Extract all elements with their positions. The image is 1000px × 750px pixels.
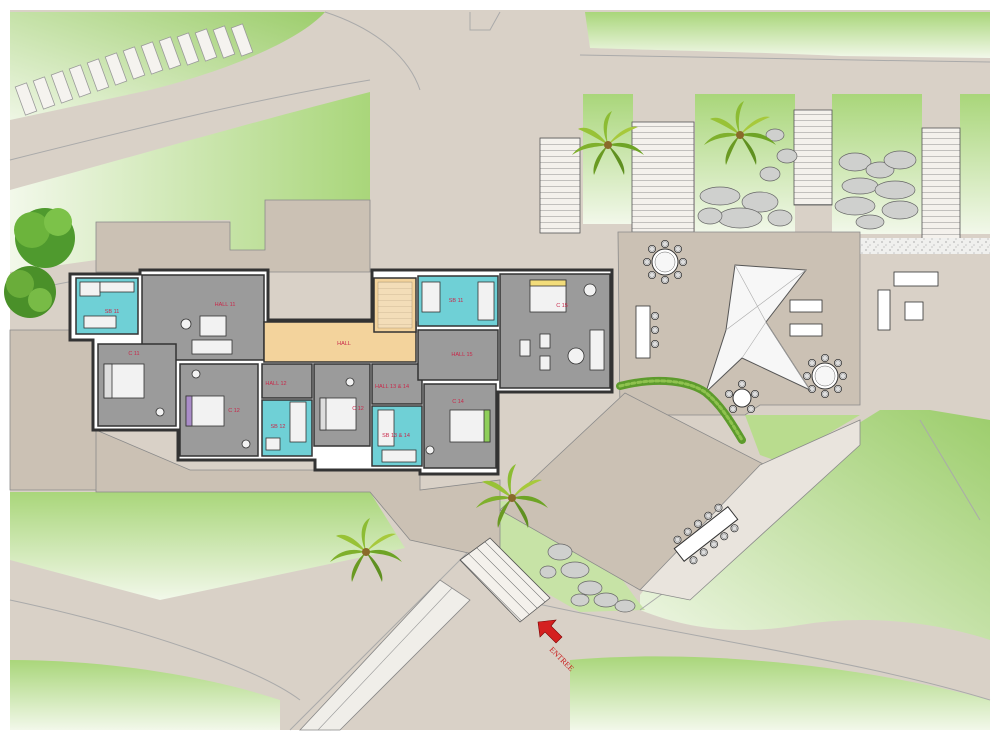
entry-steps — [459, 537, 551, 623]
parking-bays — [14, 23, 254, 116]
label-hall13-14: HALL 13 & 14 — [375, 384, 409, 390]
dining-deck — [639, 419, 861, 601]
rock-garden — [697, 128, 919, 230]
label-hall11: HALL 11 — [215, 302, 236, 308]
room-hall15 — [417, 329, 499, 381]
label-sb13-14: SB 13 & 14 — [382, 433, 410, 439]
fixtures — [79, 281, 605, 463]
lawn-bottom-right — [570, 656, 990, 730]
label-sb11-right: SB 11 — [449, 298, 464, 304]
lawn-strip-1 — [583, 94, 633, 224]
label-hall15: HALL 15 — [451, 352, 472, 358]
shade-sail — [705, 264, 812, 393]
beds — [103, 279, 567, 443]
room-hall13-14 — [371, 363, 423, 405]
lawn-south-left — [10, 660, 280, 730]
label-c12: C 12 — [228, 408, 240, 414]
lawn-top-right — [585, 12, 990, 58]
label-c15: C 15 — [556, 303, 568, 309]
lawn-near-pool — [745, 415, 860, 462]
ramp — [299, 579, 471, 731]
lawns — [10, 12, 990, 730]
lawn-south-west — [10, 492, 405, 600]
label-hall: HALL — [337, 341, 351, 347]
label-sb12: SB 12 — [271, 424, 286, 430]
gravel-band-2 — [860, 238, 990, 254]
label-hall12: HALL 12 — [265, 381, 286, 387]
lawn-south-east — [640, 410, 990, 640]
room-hall12 — [261, 363, 313, 399]
label-c11: C 11 — [128, 351, 139, 357]
lawn-strip-4 — [960, 94, 990, 234]
entry-rocks — [539, 543, 636, 613]
label-c-mid: C 12 — [352, 406, 364, 412]
label-sb11-left: SB 11 — [105, 309, 120, 315]
entrance-arrow-icon — [537, 619, 563, 644]
terraces — [9, 199, 861, 601]
label-c14: C 14 — [452, 399, 464, 405]
lawn-west — [10, 92, 370, 272]
north-stairs — [539, 109, 961, 247]
building — [68, 268, 614, 476]
room-labels: HALL 11 SB 11 C 11 C 12 HALL 12 SB 12 HA… — [105, 298, 568, 439]
pool-deck-furniture — [635, 239, 939, 566]
west-terrace — [9, 329, 101, 491]
west-trees — [4, 208, 75, 318]
